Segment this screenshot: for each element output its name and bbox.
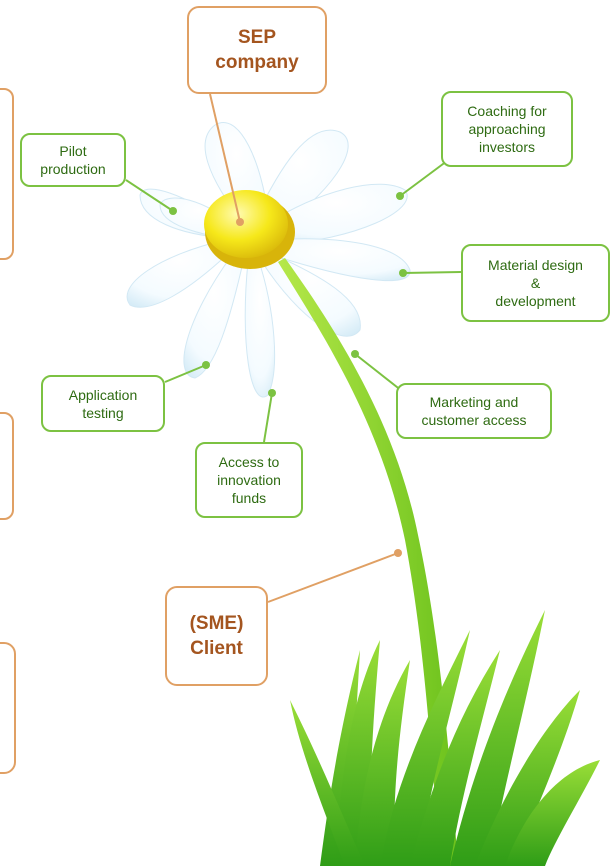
petals — [126, 122, 411, 398]
flower-center — [204, 190, 288, 258]
grass-blade — [410, 650, 500, 866]
petal — [183, 254, 245, 379]
pilot-production-box: Pilot production — [20, 133, 126, 187]
cropped-box-middle — [0, 412, 14, 520]
grass-blade — [355, 660, 410, 866]
connector-marketing — [354, 353, 403, 392]
connector-sme-client — [267, 552, 399, 603]
connector-dot — [351, 350, 359, 358]
pilot-production-label: Pilot production — [40, 143, 106, 177]
marketing-customer-access-box: Marketing and customer access — [396, 383, 552, 439]
grass — [290, 610, 600, 866]
connector-dot — [169, 207, 177, 215]
connector-material-design — [402, 271, 462, 274]
sep-company-label: SEP company — [215, 27, 299, 73]
connector-pilot-production — [125, 179, 174, 212]
connector-innovation-funds — [263, 392, 273, 443]
role-connectors — [209, 93, 399, 603]
grass-blade — [450, 610, 545, 866]
service-connector-dots — [169, 192, 407, 397]
connector-dot — [394, 549, 402, 557]
material-design-label: Material design & development — [488, 257, 583, 309]
marketing-customer-access-label: Marketing and customer access — [421, 394, 527, 428]
cropped-box-top — [0, 88, 14, 260]
innovation-funds-box: Access to innovation funds — [195, 442, 303, 518]
coaching-investors-box: Coaching for approaching investors — [441, 91, 573, 167]
application-testing-label: Application testing — [68, 386, 138, 421]
connector-dot — [268, 389, 276, 397]
grass-blade — [475, 690, 580, 866]
petal — [126, 239, 233, 308]
grass-blade — [505, 760, 600, 866]
cropped-box-bottom — [0, 642, 16, 774]
connector-dot — [396, 192, 404, 200]
sme-client-label: (SME) Client — [189, 613, 244, 659]
sme-client-box: (SME) Client — [165, 586, 268, 686]
grass-blade — [380, 630, 470, 866]
service-connectors — [125, 160, 462, 443]
connector-sep-company — [209, 93, 241, 223]
petal — [264, 183, 408, 246]
grass-blade — [290, 700, 365, 866]
connector-coaching — [399, 160, 448, 197]
application-testing-box: Application testing — [41, 375, 165, 432]
sep-company-box: SEP company — [187, 6, 327, 94]
connector-application-testing — [164, 364, 207, 383]
connector-dot — [399, 269, 407, 277]
innovation-funds-label: Access to innovation funds — [217, 454, 281, 506]
petal — [244, 257, 276, 398]
connector-dot — [236, 218, 244, 226]
petal — [269, 238, 411, 282]
connector-dot — [202, 361, 210, 369]
coaching-investors-label: Coaching for approaching investors — [467, 103, 547, 155]
material-design-box: Material design & development — [461, 244, 610, 322]
